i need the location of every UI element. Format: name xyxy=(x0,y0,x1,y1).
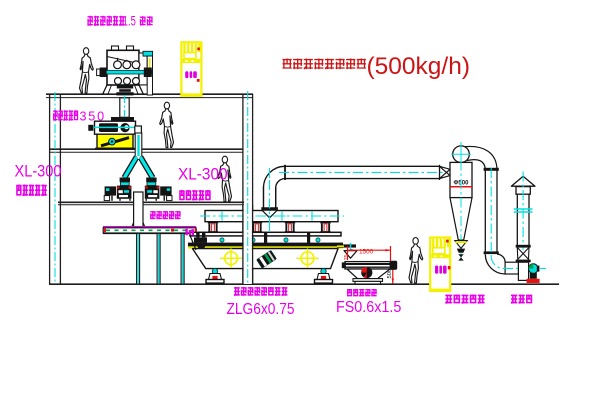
svg-text:350: 350 xyxy=(80,110,106,124)
svg-text:1.5: 1.5 xyxy=(123,13,136,29)
svg-text:XL-300: XL-300 xyxy=(15,163,62,181)
svg-text:ZLG6x0.75: ZLG6x0.75 xyxy=(226,300,294,318)
svg-text:(500kg/h): (500kg/h) xyxy=(367,53,471,80)
svg-text:1500: 1500 xyxy=(359,248,374,255)
svg-text:XL-300: XL-300 xyxy=(178,166,228,183)
svg-text:75: 75 xyxy=(344,254,350,260)
svg-text:500: 500 xyxy=(387,269,393,279)
svg-text:FS0.6x1.5: FS0.6x1.5 xyxy=(336,298,401,316)
